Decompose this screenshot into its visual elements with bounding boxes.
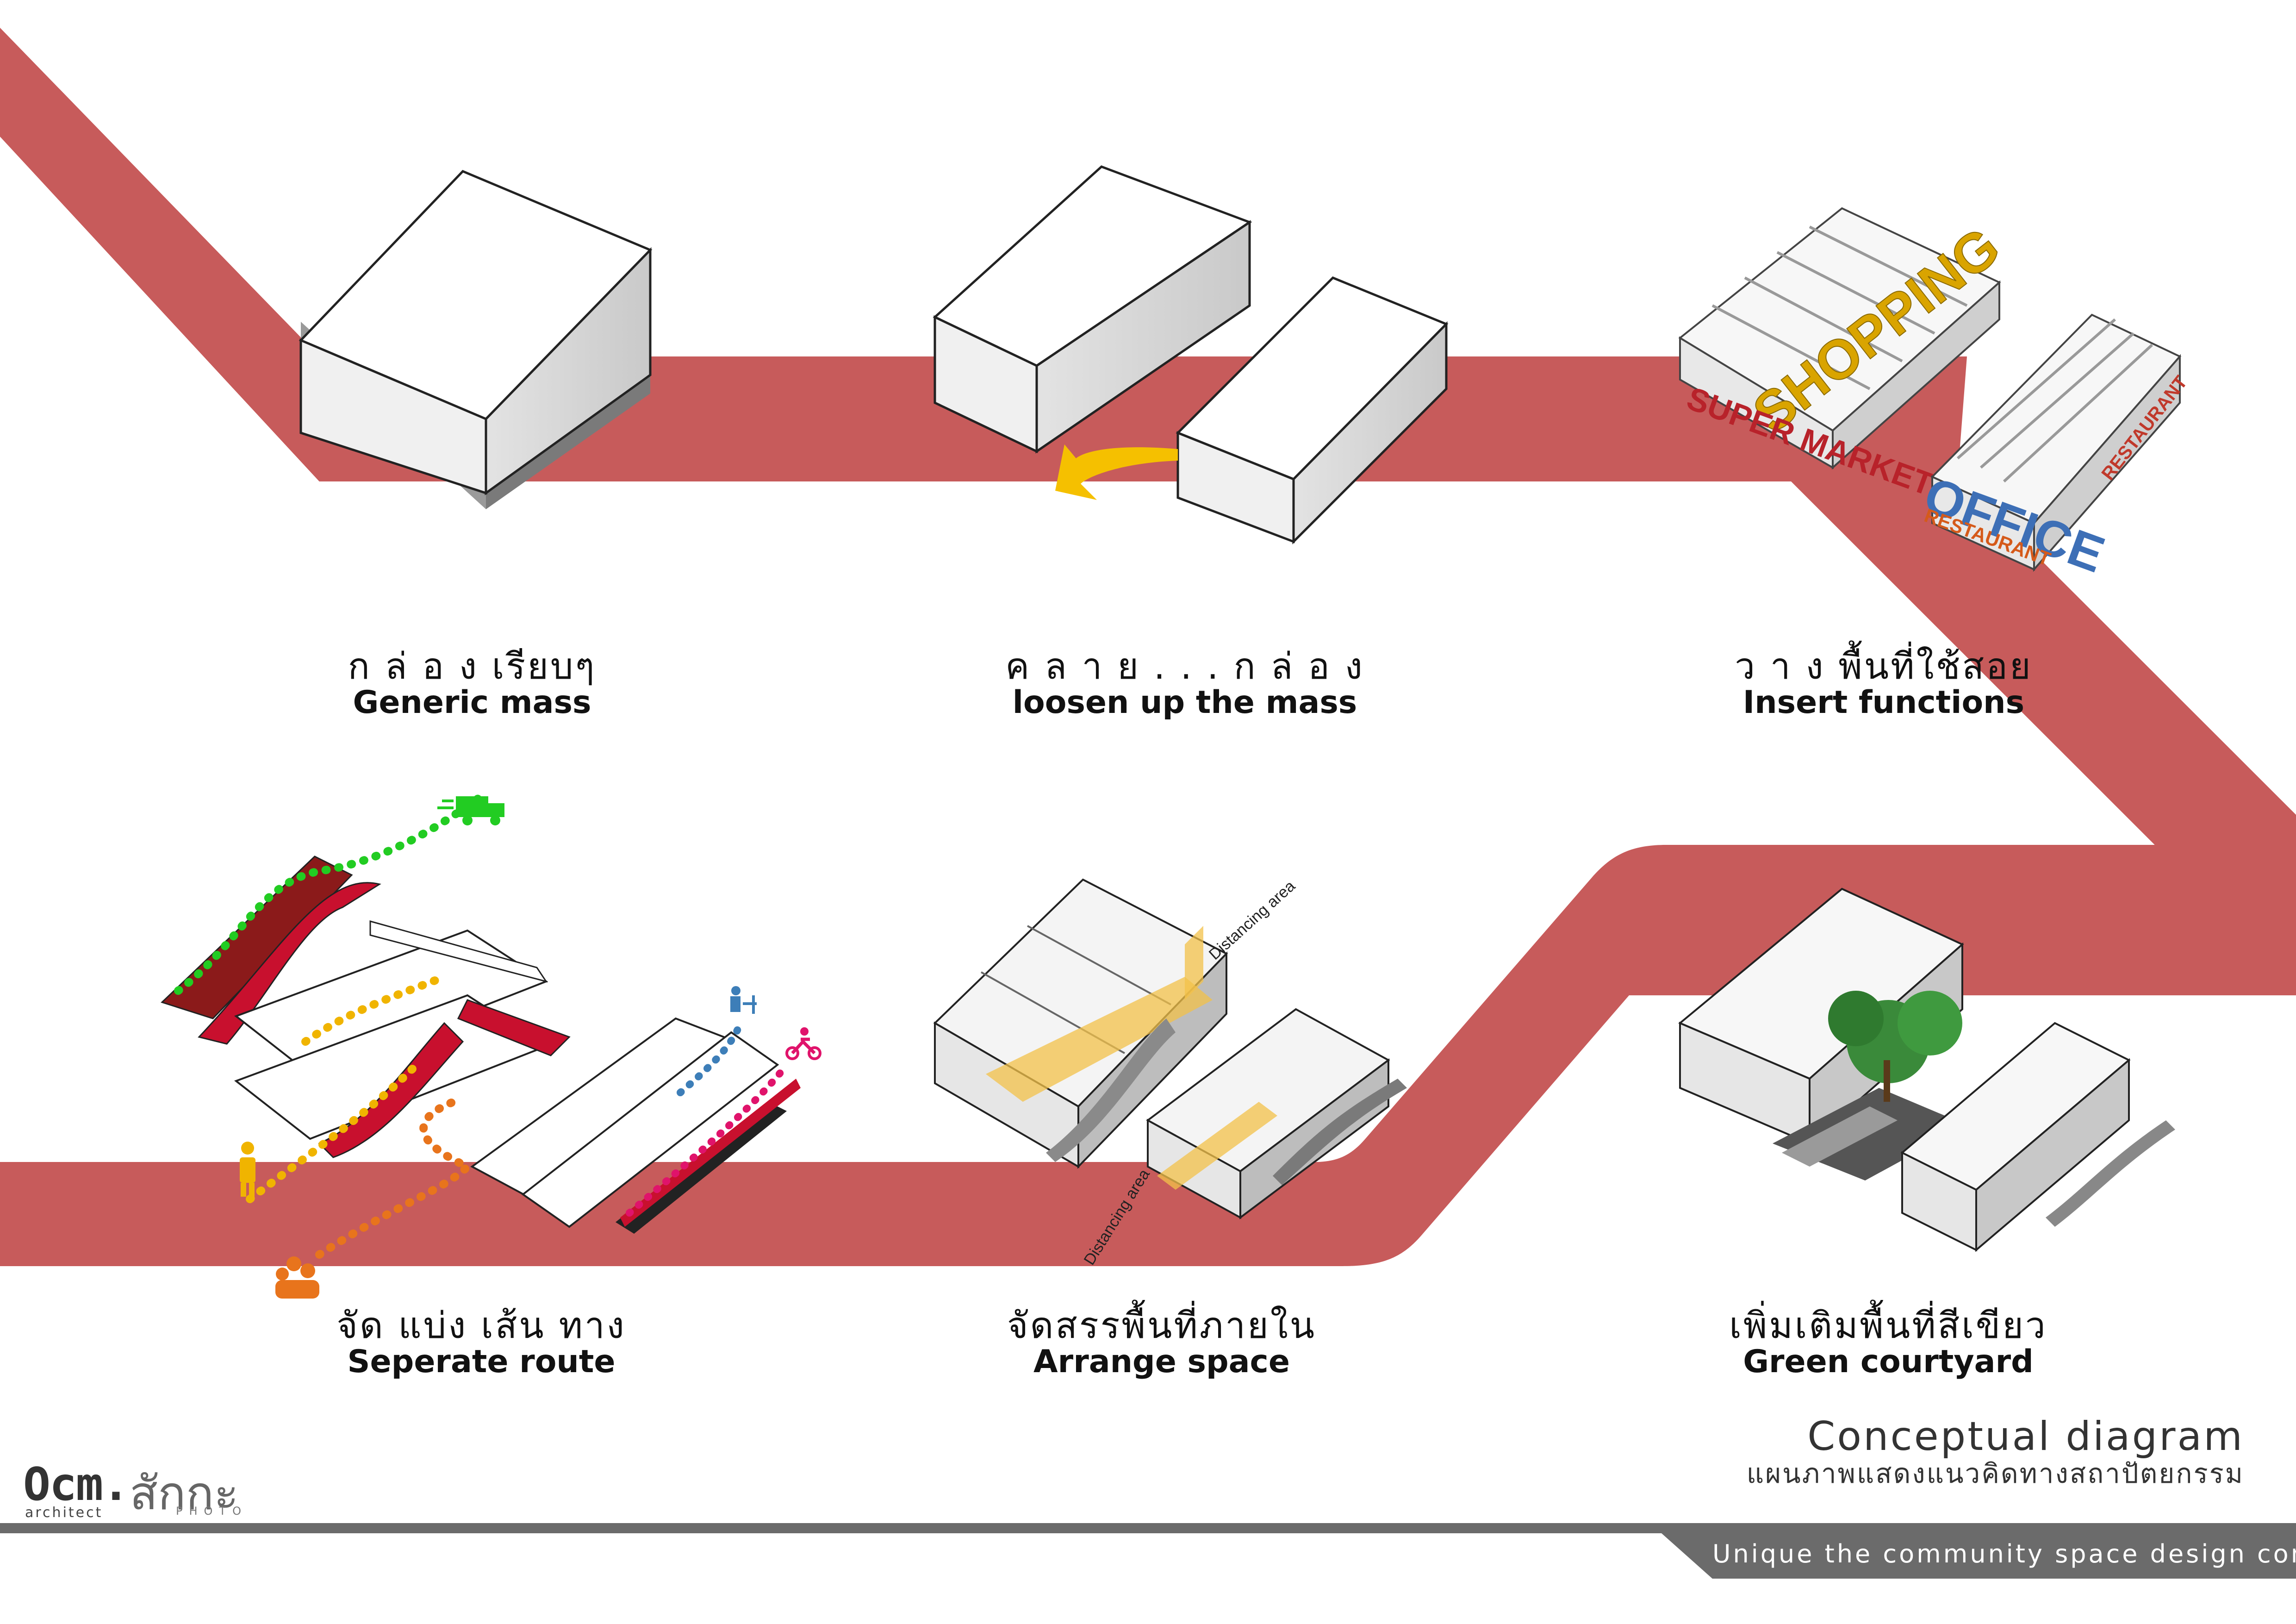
arrange-space-diagram [933,878,1407,1219]
logo-brand: Ocm. [23,1458,130,1511]
logo-thai-sub: PHOTO [176,1505,248,1518]
caption-thai: จัด แบ่ง เส้น ทาง [336,1305,626,1347]
caption-thai: เพิ่มเติมพื้นที่สีเขียว [1729,1305,2047,1347]
caption-generic-mass: ก ล่ อ ง เรียบๆ Generic mass [171,647,773,719]
route-diagram [161,792,801,1259]
delivery-truck-icon [437,796,504,825]
group-icon [275,1256,319,1299]
caption-arrange-space: จัดสรรพื้นที่ภายใน Arrange space [861,1306,1462,1379]
caption-loosen-mass: ค ล า ย . . . ก ล่ อ ง loosen up the mas… [884,647,1486,719]
caption-english: Green courtyard [1743,1343,2034,1380]
page-title: Conceptual diagram [1807,1413,2244,1460]
caption-separate-route: จัด แบ่ง เส้น ทาง Seperate route [180,1306,782,1379]
caption-english: Seperate route [347,1343,616,1380]
caption-english: Insert functions [1742,684,2025,721]
loosened-mass-left [933,165,1252,454]
caption-thai: ก ล่ อ ง เรียบๆ [348,646,597,687]
title-block: Conceptual diagram แผนภาพแสดงแนวคิดทางสถ… [1747,1414,2244,1488]
functions-mass-shopping [1678,207,2001,470]
loosened-mass-right [1176,276,1449,545]
functions-mass-office [1930,313,2182,572]
motorbike-icon [785,1027,821,1060]
shift-arrow [1055,444,1178,500]
caption-green-courtyard: เพิ่มเติมพื้นที่สีเขียว Green courtyard [1587,1306,2189,1379]
footer-bar [0,1523,2296,1579]
generic-mass-box [299,170,653,509]
footer-text: Unique the community space design contes… [1712,1539,2296,1568]
distancing-area-label-top: Distancing area [1206,877,1299,963]
red-band-top-main [0,28,2296,986]
logo: Ocm. architect สักกะ PHOTO [23,1458,241,1521]
caption-english: Generic mass [353,684,591,721]
caption-english: Arrange space [1033,1343,1290,1380]
caption-english: loosen up the mass [1012,684,1357,721]
caption-insert-functions: ว า ง พื้นที่ใช้สอย Insert functions [1583,647,2184,719]
person-icon [240,1142,255,1197]
logo-brand-sub: architect [25,1505,103,1521]
red-band-bottom [0,845,2296,1266]
green-courtyard-diagram [1678,887,2175,1252]
page-subtitle: แผนภาพแสดงแนวคิดทางสถาปัตยกรรม [1746,1458,2244,1489]
caption-thai: ว า ง พื้นที่ใช้สอย [1735,646,2033,687]
office-worker-icon [730,986,757,1014]
logo-thai: สักกะ [130,1466,239,1520]
caption-thai: จัดสรรพื้นที่ภายใน [1007,1305,1317,1347]
caption-thai: ค ล า ย . . . ก ล่ อ ง [1005,646,1364,687]
